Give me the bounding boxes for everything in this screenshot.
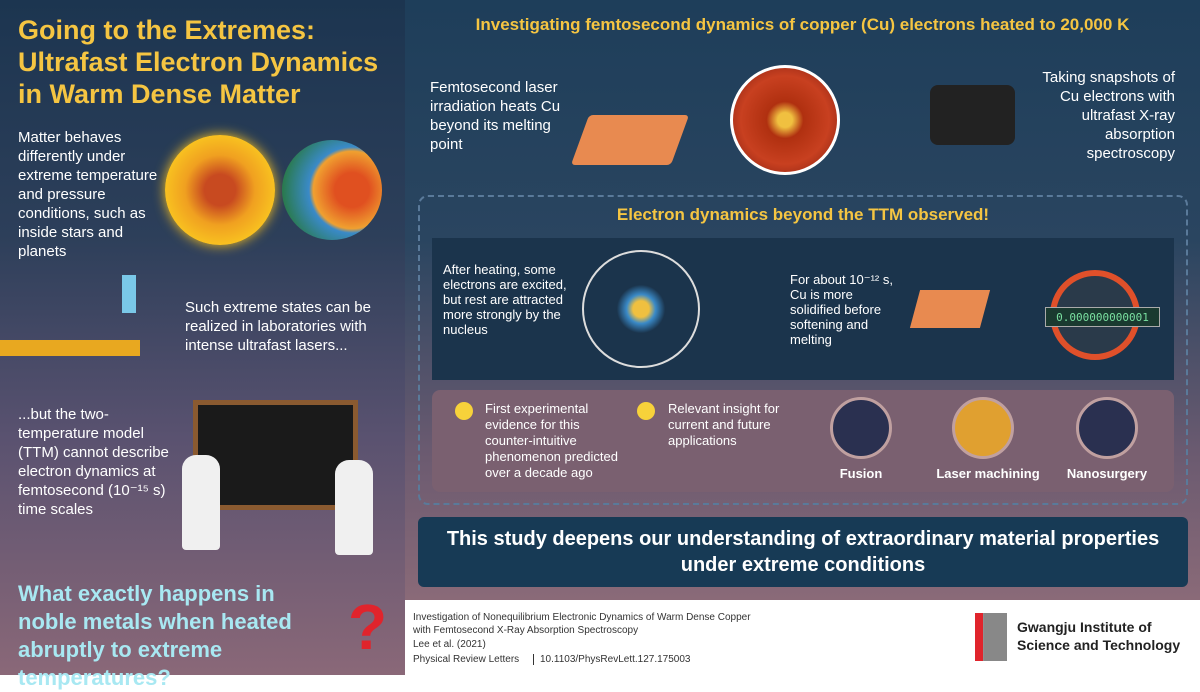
copper-bar-illustration — [570, 115, 690, 165]
dynamics-title: Electron dynamics beyond the TTM observe… — [616, 205, 990, 224]
top-title: Investigating femtosecond dynamics of co… — [475, 15, 1130, 34]
insight-text: Relevant insight for current and future … — [668, 401, 780, 448]
authors: Lee et al. (2021) — [413, 639, 486, 650]
intro-text: Matter behaves differently under extreme… — [18, 129, 158, 260]
ttm-text: ...but the two-temperature model (TTM) c… — [18, 406, 169, 518]
laser-arm-illustration — [0, 340, 140, 356]
dynamics-section — [418, 195, 1188, 505]
left-panel — [0, 0, 405, 675]
camera-text: Taking snapshots of Cu electrons with ul… — [1042, 69, 1175, 162]
main-title: Going to the Extremes: Ultrafast Electro… — [18, 15, 379, 109]
lab-text: Such extreme states can be realized in l… — [185, 299, 371, 354]
laser-machining-icon — [952, 397, 1014, 459]
paper-title: with Femtosecond X-Ray Absorption Spectr… — [413, 625, 639, 636]
scientist-illustration — [182, 455, 220, 550]
copper-bar-illustration — [909, 290, 991, 328]
journal: Physical Review Letters — [413, 654, 520, 665]
lightbulb-icon — [637, 402, 655, 420]
gist-logo — [975, 613, 1007, 661]
laser-head-illustration — [122, 275, 136, 313]
timer-display: 0.000000000001 — [1045, 307, 1160, 327]
laser-text: Femtosecond laser irradiation heats Cu b… — [430, 79, 561, 153]
chalkboard-illustration — [193, 400, 358, 510]
fusion-icon — [830, 397, 892, 459]
conclusion-banner: This study deepens our understanding of … — [418, 517, 1188, 587]
doi: 10.1103/PhysRevLett.127.175003 — [533, 654, 691, 665]
lightbulb-icon — [455, 402, 473, 420]
paper-title: Investigation of Nonequilibrium Electron… — [413, 612, 751, 623]
application-label: Fusion — [839, 466, 883, 481]
footer: Investigation of Nonequilibrium Electron… — [405, 600, 1200, 675]
sun-illustration — [165, 135, 275, 245]
institute-name: Gwangju Institute of — [1017, 619, 1152, 635]
application-label: Laser machining — [936, 466, 1040, 481]
earth-illustration — [282, 140, 382, 240]
camera-illustration — [930, 85, 1015, 145]
insight-text: First experimental evidence for this cou… — [485, 401, 618, 480]
scientist-illustration — [335, 460, 373, 555]
application-label: Nanosurgery — [1066, 466, 1148, 481]
question-mark-icon: ? — [348, 591, 388, 663]
atom-illustration — [730, 65, 840, 175]
question-text: What exactly happens in noble metals whe… — [18, 581, 292, 690]
excited-text: After heating, some electrons are excite… — [443, 262, 567, 337]
solid-text: For about 10⁻¹² s, Cu is more solidified… — [790, 272, 893, 347]
institute-name: Science and Technology — [1017, 637, 1181, 653]
electron-shells-illustration — [582, 250, 700, 368]
nanosurgery-icon — [1076, 397, 1138, 459]
insights-panel — [432, 390, 1174, 492]
